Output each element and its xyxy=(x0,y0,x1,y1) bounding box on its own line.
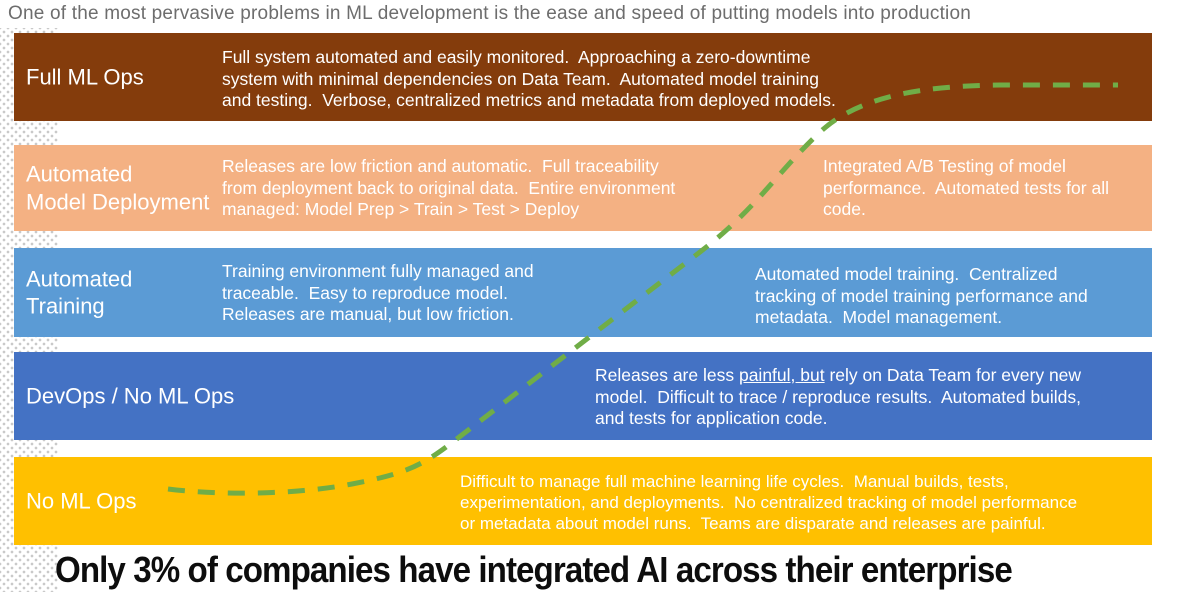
band-devops-no-ml-ops: DevOps / No ML Ops Releases are less pai… xyxy=(14,352,1152,440)
band-automated-model-deployment-description-right: Integrated A/B Testing of model performa… xyxy=(823,156,1109,220)
description-part-pre: Releases are less xyxy=(595,365,739,385)
band-automated-training: Automated Training Training environment … xyxy=(14,248,1152,337)
slide-header-text: One of the most pervasive problems in ML… xyxy=(8,3,971,24)
band-automated-model-deployment-label: Automated Model Deployment xyxy=(26,161,210,215)
band-no-ml-ops-description: Difficult to manage full machine learnin… xyxy=(460,472,1078,534)
band-full-ml-ops-label: Full ML Ops xyxy=(26,64,144,90)
band-no-ml-ops: No ML Ops Difficult to manage full machi… xyxy=(14,457,1152,545)
band-automated-model-deployment: Automated Model Deployment Releases are … xyxy=(14,145,1152,231)
band-no-ml-ops-label: No ML Ops xyxy=(26,488,137,514)
band-full-ml-ops-description: Full system automated and easily monitor… xyxy=(222,47,836,111)
band-automated-training-label: Automated Training xyxy=(26,266,133,319)
band-automated-model-deployment-description: Releases are low friction and automatic.… xyxy=(222,156,676,220)
slide-footer-text: Only 3% of companies have integrated AI … xyxy=(55,549,1013,590)
band-full-ml-ops: Full ML Ops Full system automated and ea… xyxy=(14,33,1152,121)
band-automated-training-description-right: Automated model training. Centralized tr… xyxy=(755,264,1088,328)
band-devops-no-ml-ops-description: Releases are less painful, but rely on D… xyxy=(595,365,1081,430)
band-automated-training-description: Training environment fully managed and t… xyxy=(222,261,534,325)
description-part-underlined: painful, but xyxy=(738,365,825,385)
band-devops-no-ml-ops-label: DevOps / No ML Ops xyxy=(26,383,235,409)
